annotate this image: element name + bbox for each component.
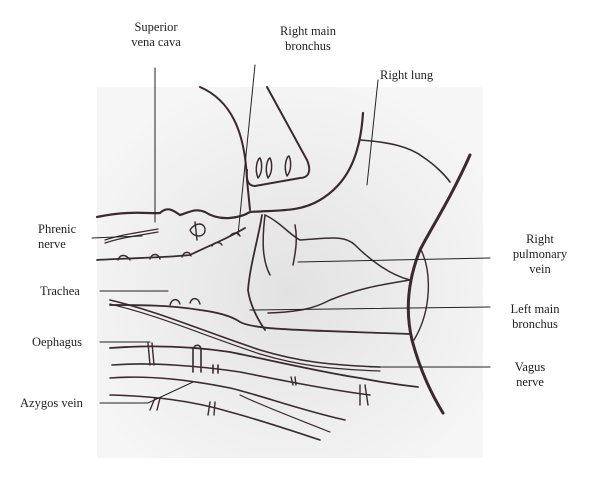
label-right-pulmonary-vein: Right pulmonary vein: [500, 232, 580, 277]
label-line: Superior: [134, 20, 178, 34]
bronchus-shape: [245, 86, 311, 188]
leader-lines: [91, 64, 491, 404]
pleura-line: [406, 153, 472, 415]
label-line: bronchus: [285, 39, 331, 53]
label-line: Phrenic: [38, 222, 77, 236]
svc-outline: [95, 111, 365, 220]
label-vagus-nerve: Vagus nerve: [500, 360, 560, 390]
label-phrenic-nerve: Phrenic nerve: [38, 222, 76, 252]
label-right-main-bronchus: Right main bronchus: [268, 24, 348, 54]
label-line: Vagus: [514, 360, 546, 374]
label-line: nerve: [38, 237, 66, 251]
label-oephagus: Oephagus: [32, 335, 82, 349]
label-azygos-vein: Azygos vein: [20, 396, 83, 410]
label-line: vena cava: [131, 35, 181, 49]
label-line: nerve: [516, 375, 544, 389]
label-line: Left main: [510, 302, 560, 316]
label-line: vein: [529, 262, 551, 276]
label-line: Right: [526, 232, 554, 246]
label-line: bronchus: [512, 317, 558, 331]
label-line: pulmonary: [512, 247, 568, 261]
label-right-lung: Right lung: [380, 68, 434, 82]
label-trachea: Trachea: [40, 284, 80, 298]
label-superior-vena-cava: Superior vena cava: [118, 20, 194, 50]
drawing-background: [97, 87, 483, 458]
label-left-main-bronchus: Left main bronchus: [495, 302, 575, 332]
label-line: Right main: [280, 24, 336, 38]
